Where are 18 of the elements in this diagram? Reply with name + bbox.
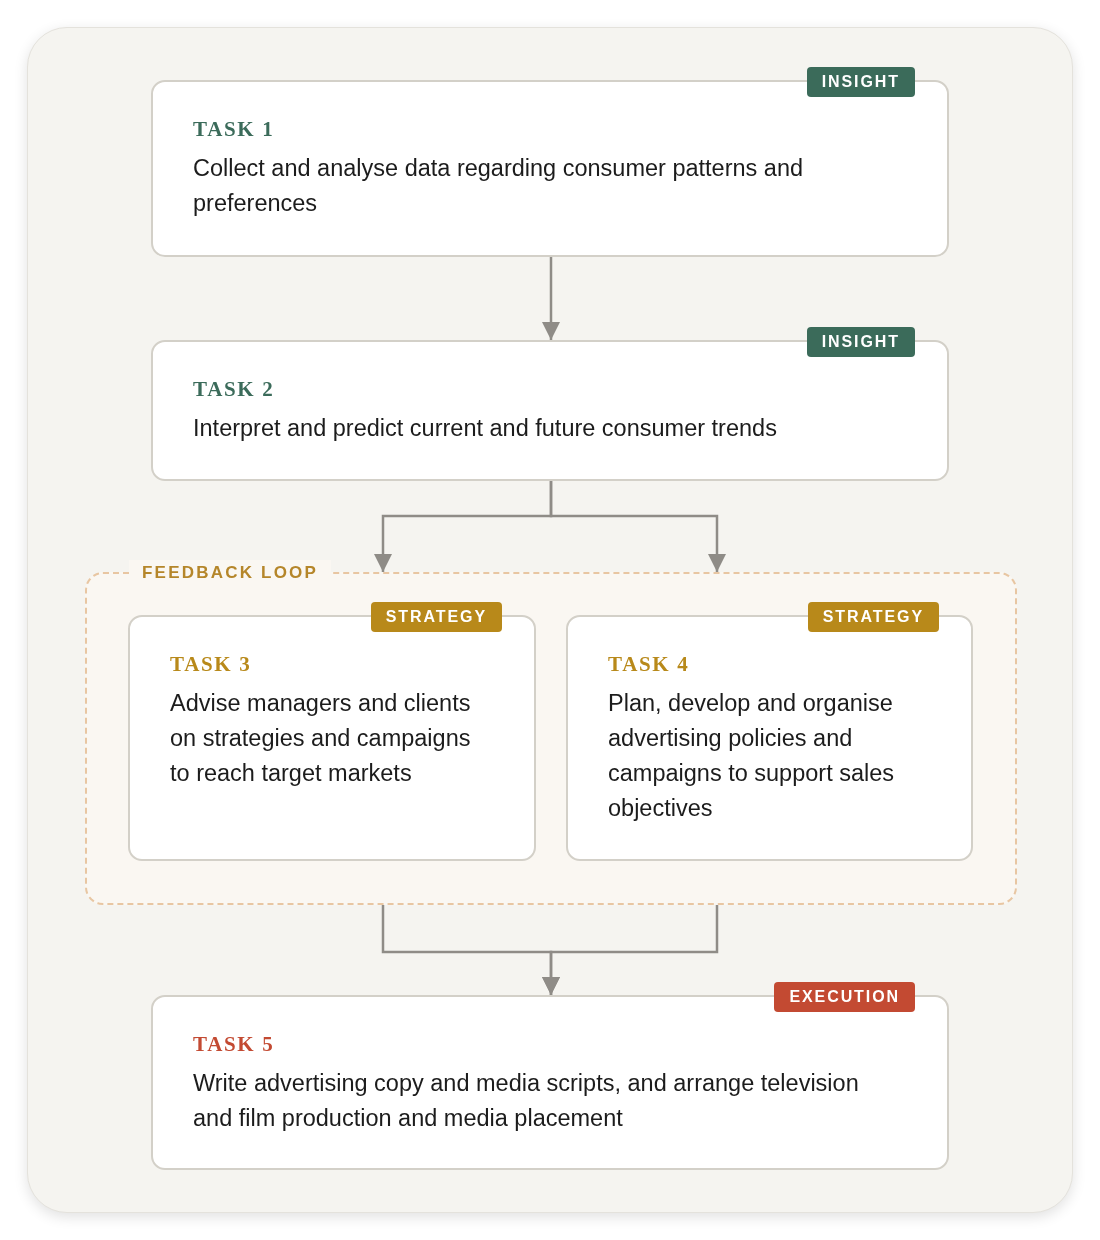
category-badge: STRATEGY <box>807 602 939 632</box>
category-badge: INSIGHT <box>806 327 915 357</box>
task-heading: TASK 3 <box>170 651 252 678</box>
task-heading: TASK 5 <box>193 1031 275 1058</box>
task-description: Write advertising copy and media scripts, and arrange television and film production and media placement <box>193 1069 860 1133</box>
task-description: Interpret and predict current and future consumer trends <box>193 414 778 443</box>
connector-arrow <box>542 905 719 995</box>
connector-arrow <box>549 481 726 572</box>
connector-arrow <box>542 257 560 340</box>
category-badge: INSIGHT <box>806 67 915 97</box>
category-badge: EXECUTION <box>774 982 915 1012</box>
task-description: Advise managers and clients on strategies and campaigns to reach target markets <box>170 689 472 788</box>
category-badge: STRATEGY <box>370 602 502 632</box>
task-heading: TASK 4 <box>608 651 690 678</box>
task-description: Collect and analyse data regarding consumer patterns and preferences <box>193 154 805 218</box>
task-description: Plan, develop and organise advertising policies and campaigns to support sales objectives <box>608 689 896 823</box>
task-heading: TASK 2 <box>193 376 275 403</box>
task-heading: TASK 1 <box>193 116 275 143</box>
